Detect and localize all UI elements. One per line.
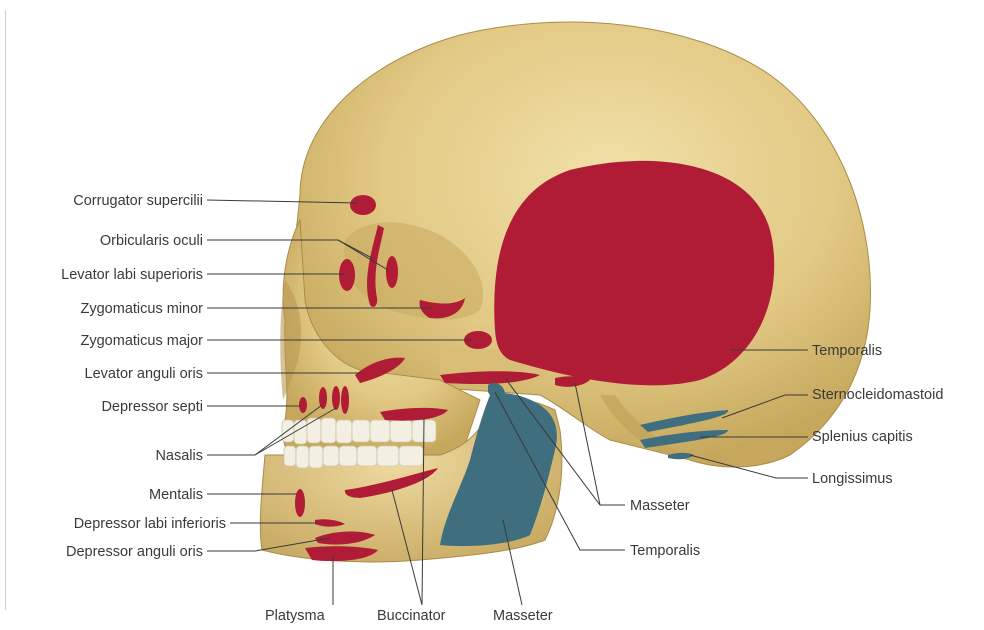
label-nasalis: Nasalis	[10, 447, 203, 465]
label-depressor-anguli-oris: Depressor anguli oris	[10, 543, 203, 561]
levator-labii-superioris-origin	[339, 259, 355, 291]
label-temporalis-right: Temporalis	[812, 342, 882, 360]
label-splenius-capitis: Splenius capitis	[812, 428, 913, 446]
label-platysma: Platysma	[265, 607, 325, 625]
corrugator-supercilii-origin	[350, 195, 376, 215]
temporalis-origin	[494, 161, 774, 385]
label-temporalis-bottom: Temporalis	[630, 542, 700, 560]
label-sternocleidomastoid: Sternocleidomastoid	[812, 386, 943, 404]
label-longissimus: Longissimus	[812, 470, 893, 488]
label-levator-anguli-oris: Levator anguli oris	[10, 365, 203, 383]
label-levator-labi-superioris: Levator labi superioris	[10, 266, 203, 284]
label-buccinator: Buccinator	[377, 607, 446, 625]
label-masseter-bottom: Masseter	[493, 607, 553, 625]
label-depressor-labi-inferioris: Depressor labi inferioris	[4, 515, 226, 533]
mentalis-origin	[295, 489, 305, 517]
label-mentalis: Mentalis	[10, 486, 203, 504]
label-zygomaticus-minor: Zygomaticus minor	[10, 300, 203, 318]
label-zygomaticus-major: Zygomaticus major	[10, 332, 203, 350]
orbicularis-oculi-origin-2	[386, 256, 398, 288]
nasalis-origin-1	[319, 387, 327, 409]
depressor-septi-origin	[299, 397, 307, 413]
label-corrugator-supercilii: Corrugator supercilii	[10, 192, 203, 210]
nasalis-origin-3	[341, 386, 349, 414]
label-depressor-septi: Depressor septi	[10, 398, 203, 416]
label-masseter-right: Masseter	[630, 497, 690, 515]
nasalis-origin-2	[332, 386, 340, 410]
label-orbicularis-oculi: Orbicularis oculi	[10, 232, 203, 250]
